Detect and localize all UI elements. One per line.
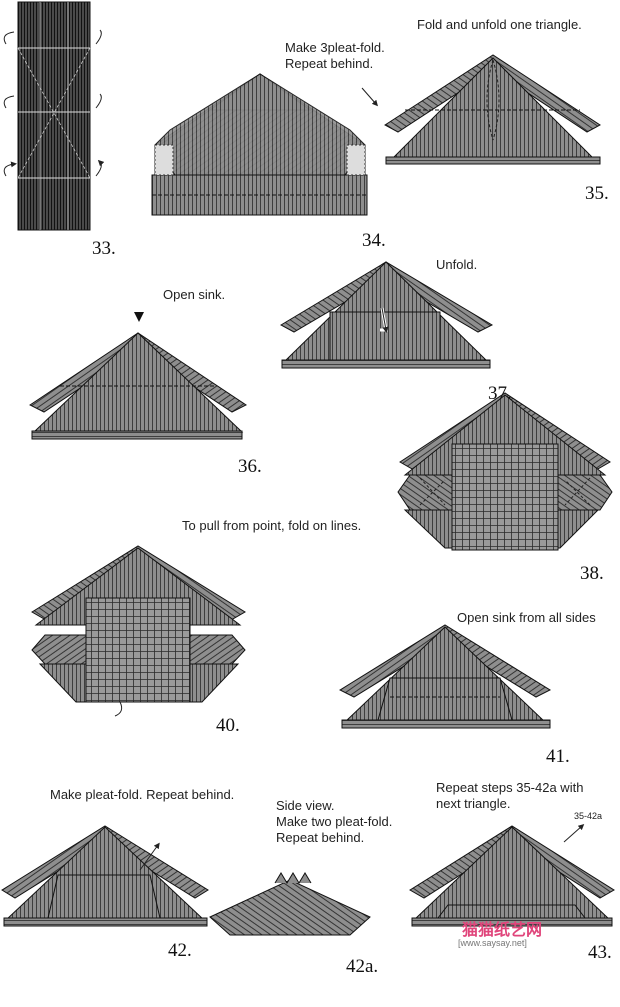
step-34-instruction: Make 3pleat-fold. Repeat behind. <box>285 40 385 72</box>
step-36-instruction: Open sink. <box>163 287 225 303</box>
step-41-number: 41. <box>546 746 570 768</box>
step-43-instruction: Repeat steps 35-42a with next triangle. <box>436 780 583 812</box>
step-43-reference: 35-42a <box>574 811 602 821</box>
figure-43 <box>410 826 614 926</box>
watermark-url: [www.saysay.net] <box>458 938 527 948</box>
step-37-instruction: Unfold. <box>436 257 477 273</box>
figure-34 <box>152 74 376 215</box>
step-42a-number: 42a. <box>346 956 378 978</box>
step-35-instruction: Fold and unfold one triangle. <box>417 17 582 33</box>
figure-37 <box>281 262 492 368</box>
step-35-number: 35. <box>585 183 609 205</box>
step-42-number: 42. <box>168 940 192 962</box>
figure-41 <box>340 625 550 728</box>
step-36-number: 36. <box>238 456 262 478</box>
step-42-instruction: Make pleat-fold. Repeat behind. <box>50 787 234 803</box>
step-38-instruction: To pull from point, fold on lines. <box>182 518 361 534</box>
step-42a-instruction: Side view. Make two pleat-fold. Repeat b… <box>276 798 392 846</box>
step-38-number: 38. <box>580 563 604 585</box>
step-37-number: 37. <box>488 383 512 405</box>
step-40-number: 40. <box>216 715 240 737</box>
figure-42a <box>210 873 370 935</box>
figure-42 <box>2 826 208 926</box>
step-34-number: 34. <box>362 230 386 252</box>
figure-36 <box>30 312 246 439</box>
figure-35 <box>385 55 600 164</box>
watermark-brand: 猫猫纸艺网 <box>462 916 542 940</box>
step-41-instruction: Open sink from all sides <box>457 610 596 626</box>
figure-33 <box>4 2 101 230</box>
step-33-number: 33. <box>92 238 116 260</box>
step-43-number: 43. <box>588 942 612 964</box>
figure-40 <box>32 546 245 716</box>
figure-38 <box>398 393 612 550</box>
